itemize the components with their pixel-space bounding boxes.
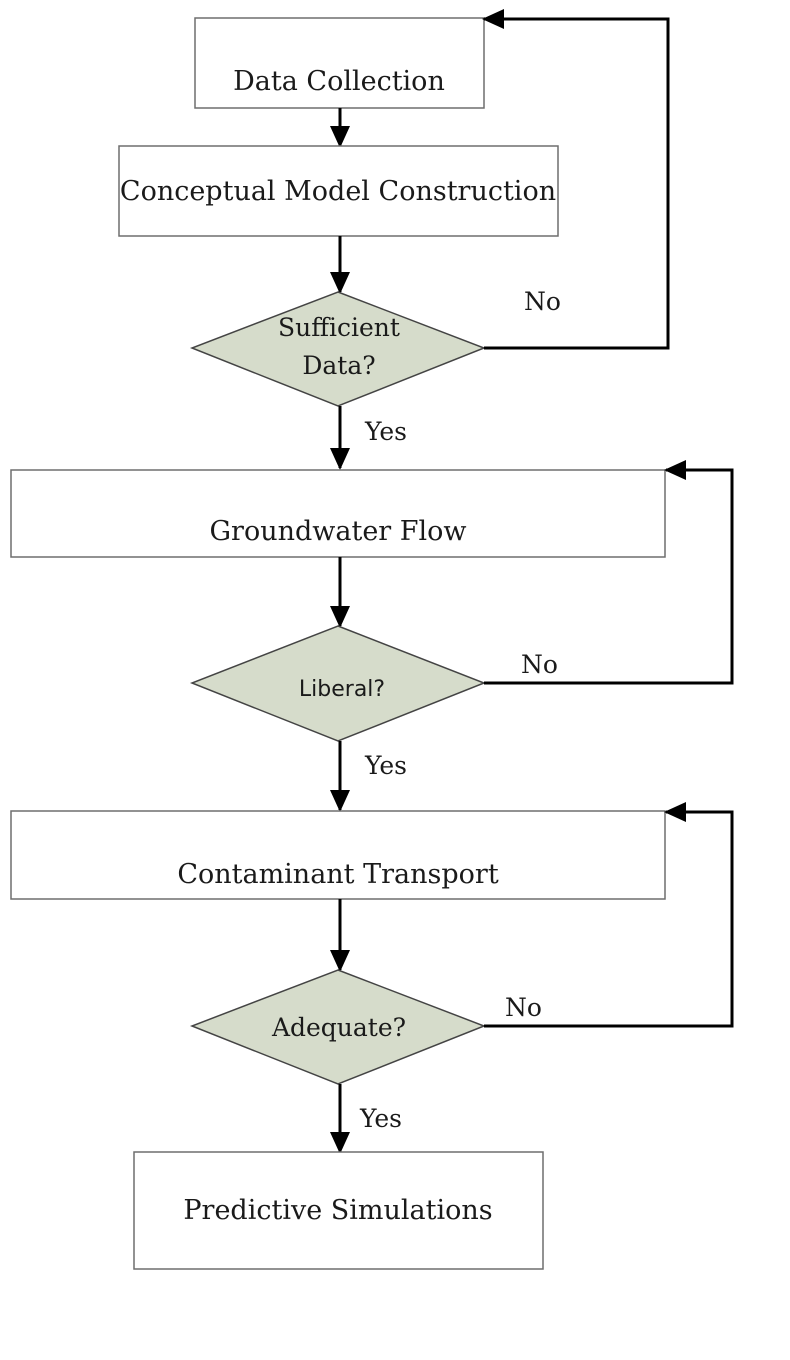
node-groundwater-flow-label: Groundwater Flow: [209, 516, 466, 547]
node-data-collection-label: Data Collection: [233, 66, 445, 97]
edge-adequate-no-loop: [484, 802, 734, 1028]
edge-liberal-no-label: No: [521, 650, 558, 679]
edge-sufficient-no-loop: [482, 9, 670, 350]
node-sufficient-data: Sufficient Data?: [189, 291, 487, 407]
node-liberal-label: Liberal?: [299, 677, 385, 702]
node-sufficient-data-line2: Data?: [302, 351, 375, 380]
edge-liberal-no-loop: [484, 460, 734, 685]
node-contaminant-transport-label: Contaminant Transport: [177, 859, 499, 890]
node-sufficient-data-line1: Sufficient: [278, 313, 400, 342]
node-contaminant-transport: Contaminant Transport: [10, 810, 666, 900]
node-groundwater-flow: Groundwater Flow: [10, 469, 666, 558]
node-data-collection: Data Collection: [194, 17, 485, 109]
edge-liberal-yes-label: Yes: [364, 751, 407, 780]
node-conceptual-model: Conceptual Model Construction: [118, 145, 559, 237]
edge-adequate-yes-label: Yes: [359, 1104, 402, 1133]
edge-sufficient-yes-label: Yes: [364, 417, 407, 446]
edge-sufficient-no-label: No: [524, 287, 561, 316]
node-conceptual-model-label: Conceptual Model Construction: [120, 176, 556, 207]
node-adequate: Adequate?: [189, 969, 487, 1085]
node-predictive-simulations: Predictive Simulations: [133, 1151, 544, 1270]
node-adequate-label: Adequate?: [271, 1013, 406, 1042]
node-liberal: Liberal?: [189, 625, 487, 742]
node-predictive-simulations-label: Predictive Simulations: [183, 1195, 492, 1226]
edge-adequate-no-label: No: [505, 993, 542, 1022]
